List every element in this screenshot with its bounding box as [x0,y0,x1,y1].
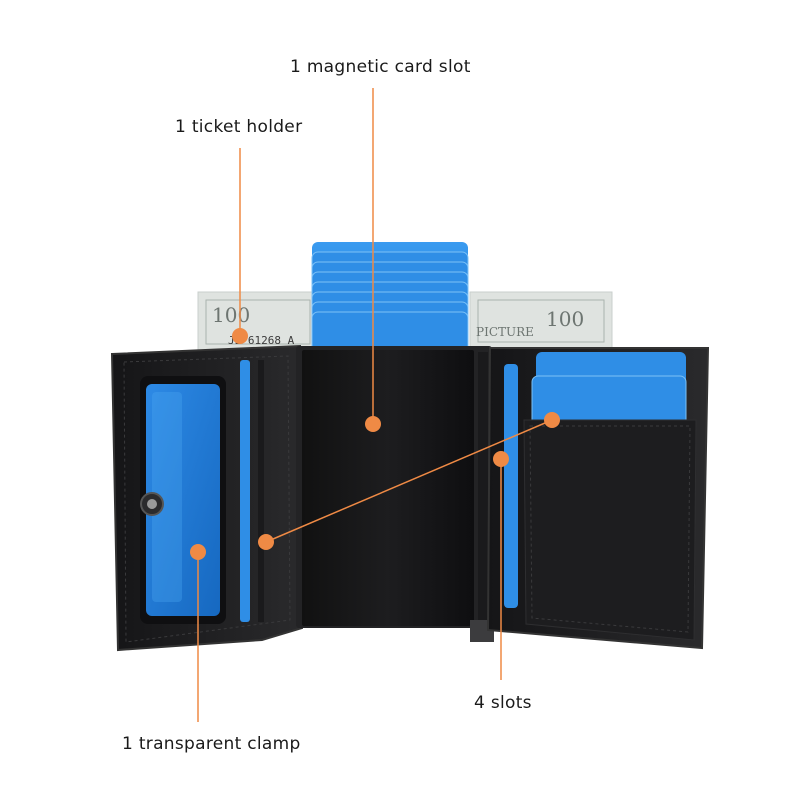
annotation-dots [190,328,560,560]
wallet-right-panel [486,347,710,650]
banknote-left: 100 JE 61268 A [197,291,319,353]
label-transparent-clamp: 1 transparent clamp [122,734,301,754]
wallet-left-panel [110,344,304,652]
slot-marker-1 [258,534,274,550]
magnetic-slot-marker [365,416,381,432]
label-ticket-holder: 1 ticket holder [175,117,303,137]
clamp-marker [190,544,206,560]
card-stack [311,242,469,403]
banknote-value-right: 100 [546,307,584,331]
annotation-lines [197,88,553,722]
ticket-holder-marker [232,328,248,344]
slot-marker-2 [493,451,509,467]
card-case [296,346,494,642]
slot-marker-3 [544,412,560,428]
label-magnetic-card-slot: 1 magnetic card slot [290,57,471,77]
banknote-value-left: 100 [212,303,250,327]
label-4-slots: 4 slots [474,693,532,713]
banknote-caption: PICTURE [476,325,534,339]
banknote-right: PICTURE 100 [469,291,613,351]
